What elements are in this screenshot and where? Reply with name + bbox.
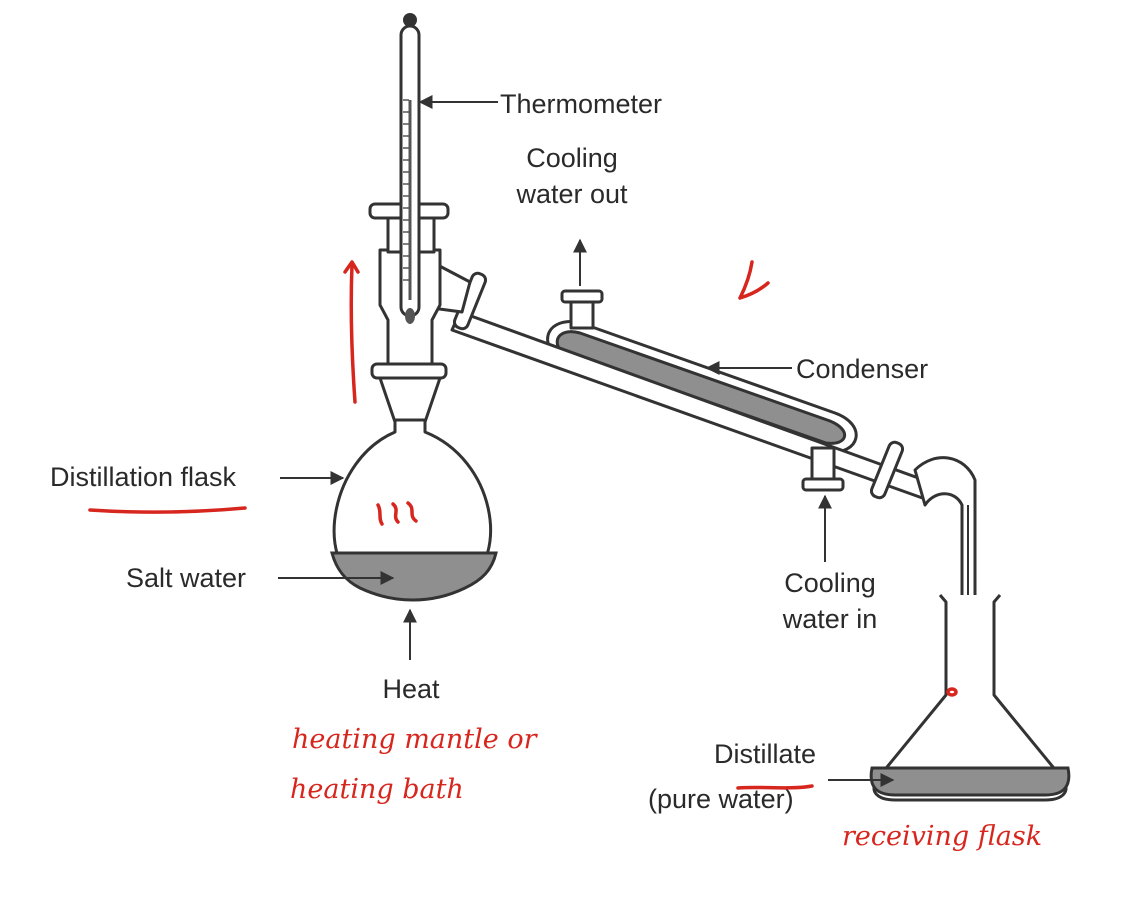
condenser-cooling-water <box>557 332 844 444</box>
label-cooling-water-in-1: Cooling <box>784 568 876 598</box>
label-cooling-water-out-1: Cooling <box>526 143 618 173</box>
label-condenser: Condenser <box>796 354 928 384</box>
label-distillate-pure-open: (pure <box>648 784 719 814</box>
distillation-flask-underline <box>90 508 245 512</box>
annotation-heat-source-1: heating mantle or <box>292 724 539 755</box>
vapor-up-stroke <box>351 265 355 402</box>
condenser-inner-tube <box>452 312 935 500</box>
salt-water-liquid <box>332 553 496 600</box>
annotation-receiving-flask: receiving flask <box>842 821 1042 852</box>
label-thermometer: Thermometer <box>500 89 662 119</box>
downward-arrow-mark <box>740 262 768 298</box>
condenser <box>452 271 935 500</box>
label-distillate: Distillate <box>714 739 816 769</box>
label-salt-water: Salt water <box>126 563 246 593</box>
annotation-heat-source-2: heating bath <box>290 774 464 805</box>
label-distillation-flask: Distillation flask <box>50 462 237 492</box>
label-cooling-water-out-2: water out <box>515 179 628 209</box>
receiving-flask <box>871 595 1069 800</box>
distillate-liquid <box>871 768 1069 795</box>
thermometer <box>401 13 419 324</box>
label-heat: Heat <box>382 674 440 704</box>
distillation-flask <box>332 420 496 600</box>
label-cooling-water-in-2: water in <box>782 604 878 634</box>
water-strikethrough <box>738 786 812 788</box>
